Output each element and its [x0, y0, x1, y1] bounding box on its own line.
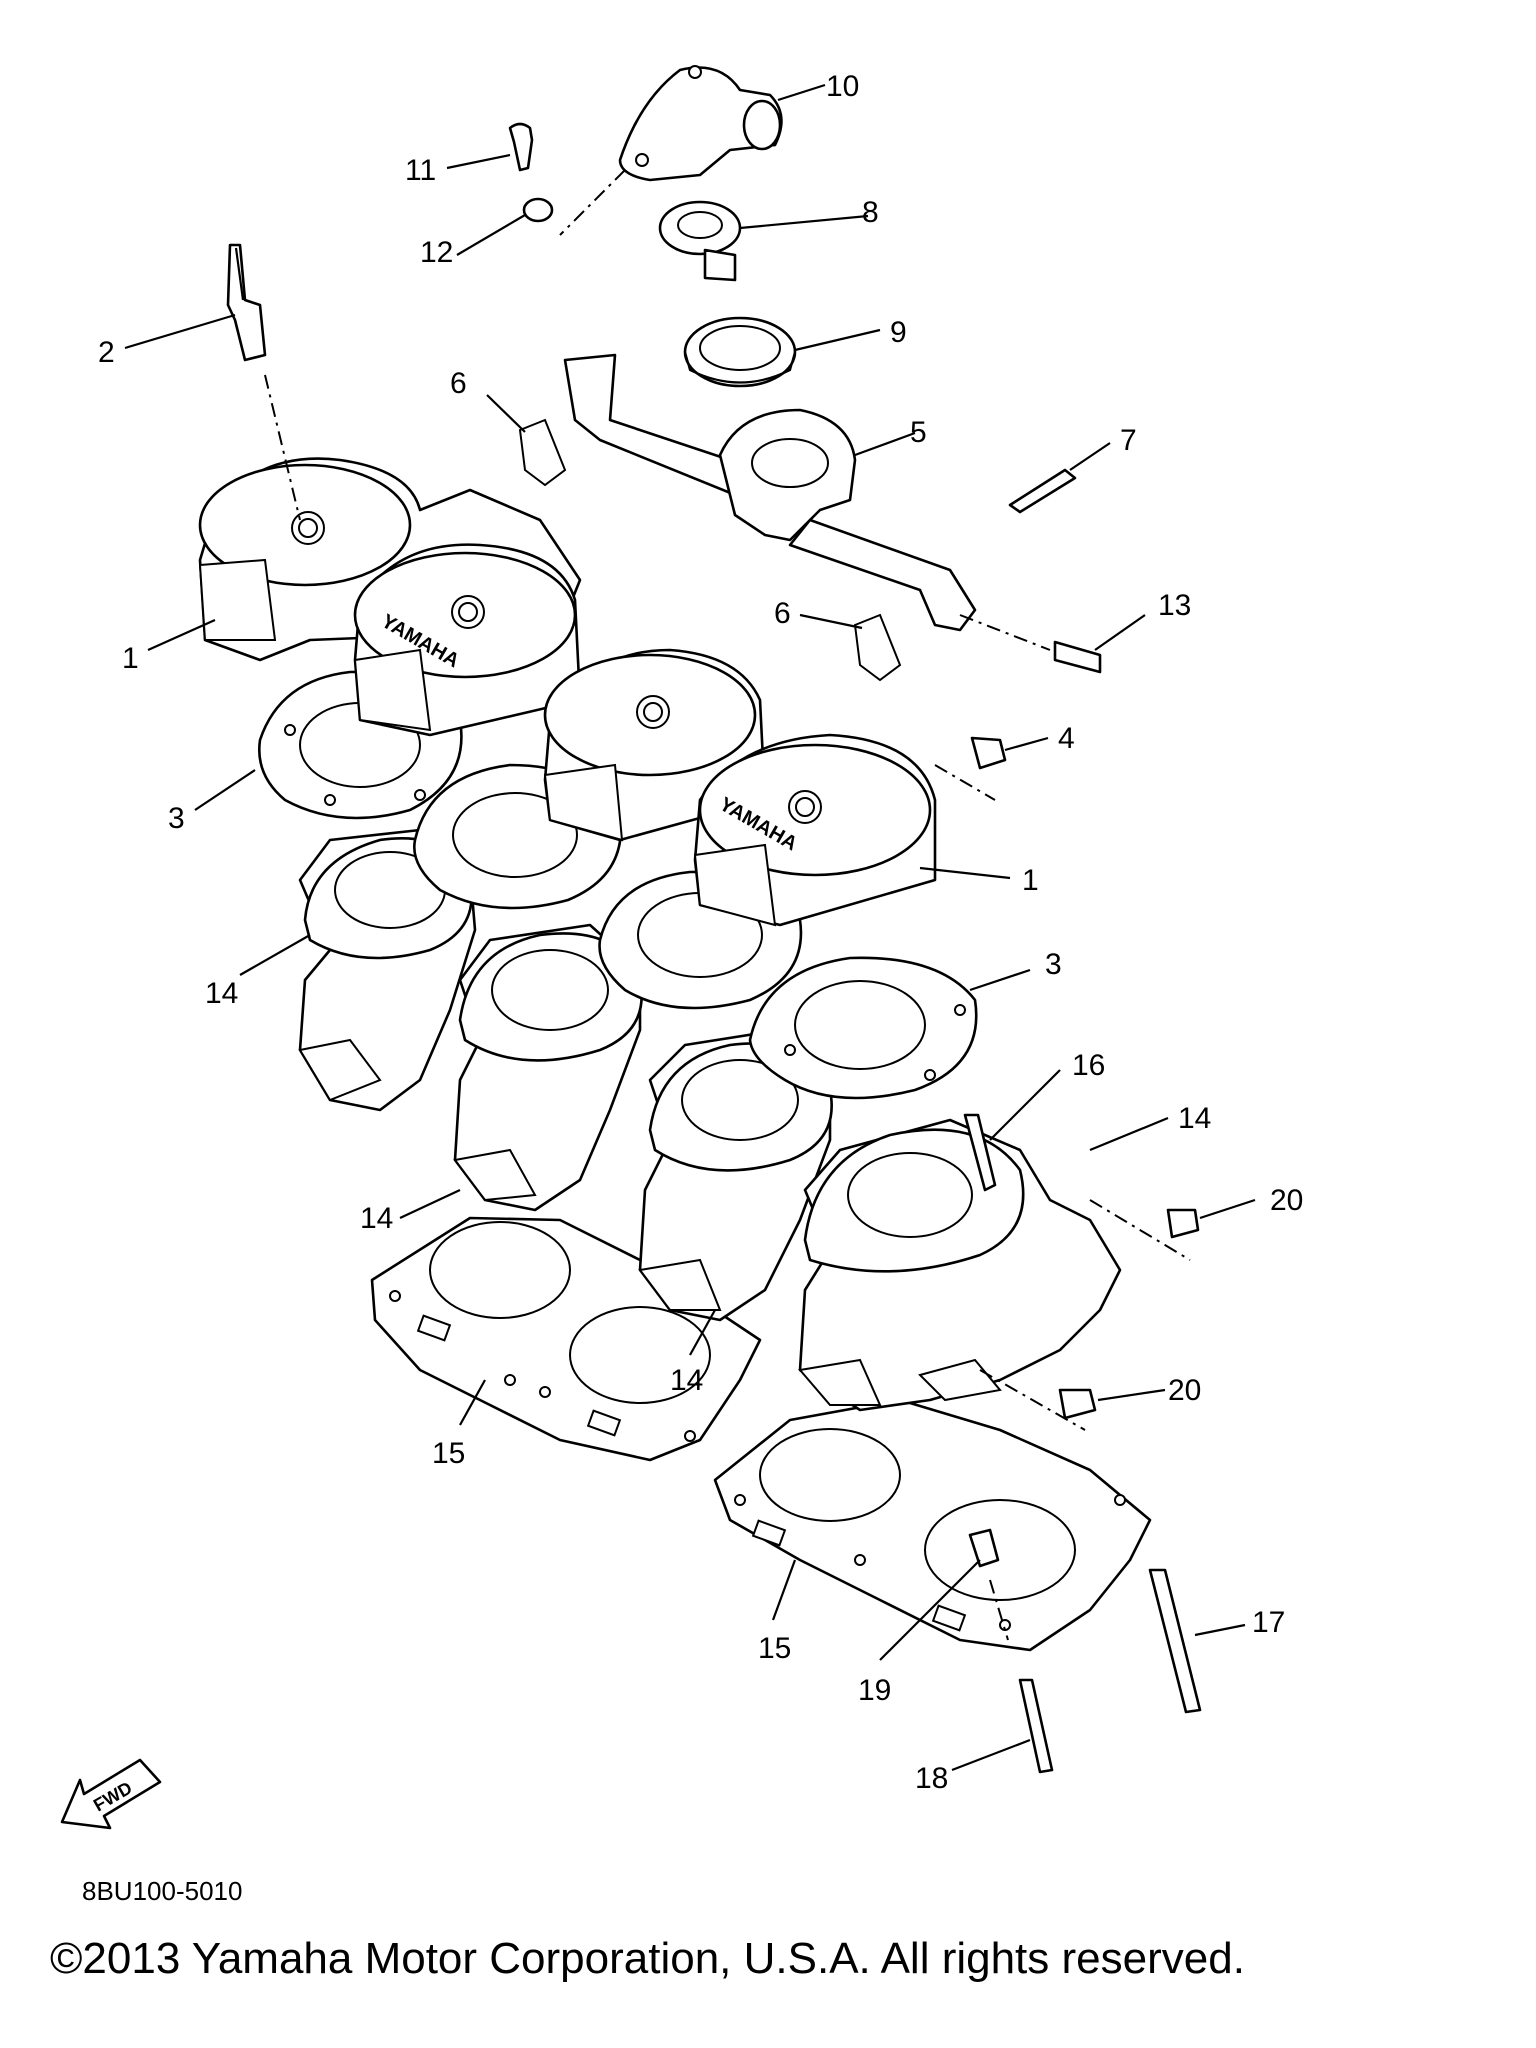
bolt-7	[1008, 468, 1077, 514]
spark-plug	[226, 243, 267, 362]
nut-4	[970, 736, 1007, 770]
callout-15b: 15	[758, 1632, 791, 1665]
callout-5: 5	[910, 416, 927, 449]
callout-11: 11	[405, 154, 436, 187]
callout-1b: 1	[1022, 864, 1039, 897]
cylinder-head-front	[693, 733, 937, 927]
stud-18	[1018, 1678, 1054, 1774]
callout-12: 12	[420, 236, 453, 269]
dowel-19	[968, 1528, 1000, 1568]
nut-20-lower	[1058, 1388, 1097, 1420]
axis-line-dowel	[989, 1579, 1009, 1641]
callout-9: 9	[890, 316, 907, 349]
fwd-arrow-icon: FWD	[60, 1758, 162, 1830]
cylinder-head-2	[353, 543, 582, 737]
axis-line-fitting	[959, 614, 1051, 651]
callout-14b: 14	[360, 1202, 393, 1235]
callout-4: 4	[1058, 722, 1075, 755]
callout-17: 17	[1252, 1606, 1285, 1639]
cylinder-2	[453, 923, 643, 1212]
seal-ring	[683, 316, 797, 388]
callout-14c: 14	[670, 1364, 703, 1397]
callout-2: 2	[98, 336, 115, 369]
callout-19: 19	[858, 1674, 891, 1707]
head-gasket-front	[748, 956, 978, 1100]
callout-3a: 3	[168, 802, 185, 835]
callout-20b: 20	[1168, 1374, 1201, 1407]
callout-14a: 14	[205, 977, 238, 1010]
callout-6a: 6	[450, 367, 467, 400]
callout-15a: 15	[432, 1437, 465, 1470]
callout-3b: 3	[1045, 948, 1062, 981]
callout-1a: 1	[122, 642, 139, 675]
callout-10: 10	[826, 70, 859, 103]
axis-line-nut-20-lower	[979, 1369, 1086, 1431]
callout-8: 8	[862, 196, 879, 229]
axis-line-nut-20-upper	[1089, 1199, 1191, 1261]
axis-line-spark-plug	[264, 374, 301, 521]
stud-16	[963, 1113, 997, 1192]
callout-14d: 14	[1178, 1102, 1211, 1135]
nut-20-upper	[1166, 1208, 1200, 1239]
callout-6b: 6	[774, 597, 791, 630]
copyright-notice: ©2013 Yamaha Motor Corporation, U.S.A. A…	[50, 1934, 1245, 1983]
bolt-11	[508, 122, 534, 172]
water-manifold	[563, 353, 977, 632]
diagram-code: 8BU100-5010	[82, 1876, 243, 1906]
axis-line-nut-4	[934, 764, 996, 801]
base-gasket-front	[713, 1398, 1152, 1652]
fitting-13	[1053, 640, 1102, 674]
callout-20a: 20	[1270, 1184, 1303, 1217]
cylinder-4	[798, 1118, 1122, 1412]
gasket-6-lower	[853, 613, 902, 682]
cylinder-head-3	[543, 648, 767, 842]
stud-17	[1148, 1568, 1202, 1714]
callout-leaders	[124, 83, 1256, 1772]
callout-16: 16	[1072, 1049, 1105, 1082]
thermostat-cover	[618, 65, 783, 182]
thermostat	[658, 200, 742, 282]
gasket-6-upper	[518, 418, 567, 487]
callout-13: 13	[1158, 589, 1191, 622]
callout-7: 7	[1120, 424, 1137, 457]
callout-18: 18	[915, 1762, 948, 1795]
axis-line-cover	[559, 169, 626, 236]
cylinder-1	[298, 828, 477, 1112]
head-gasket-2	[412, 763, 623, 910]
washer-12	[522, 197, 554, 223]
